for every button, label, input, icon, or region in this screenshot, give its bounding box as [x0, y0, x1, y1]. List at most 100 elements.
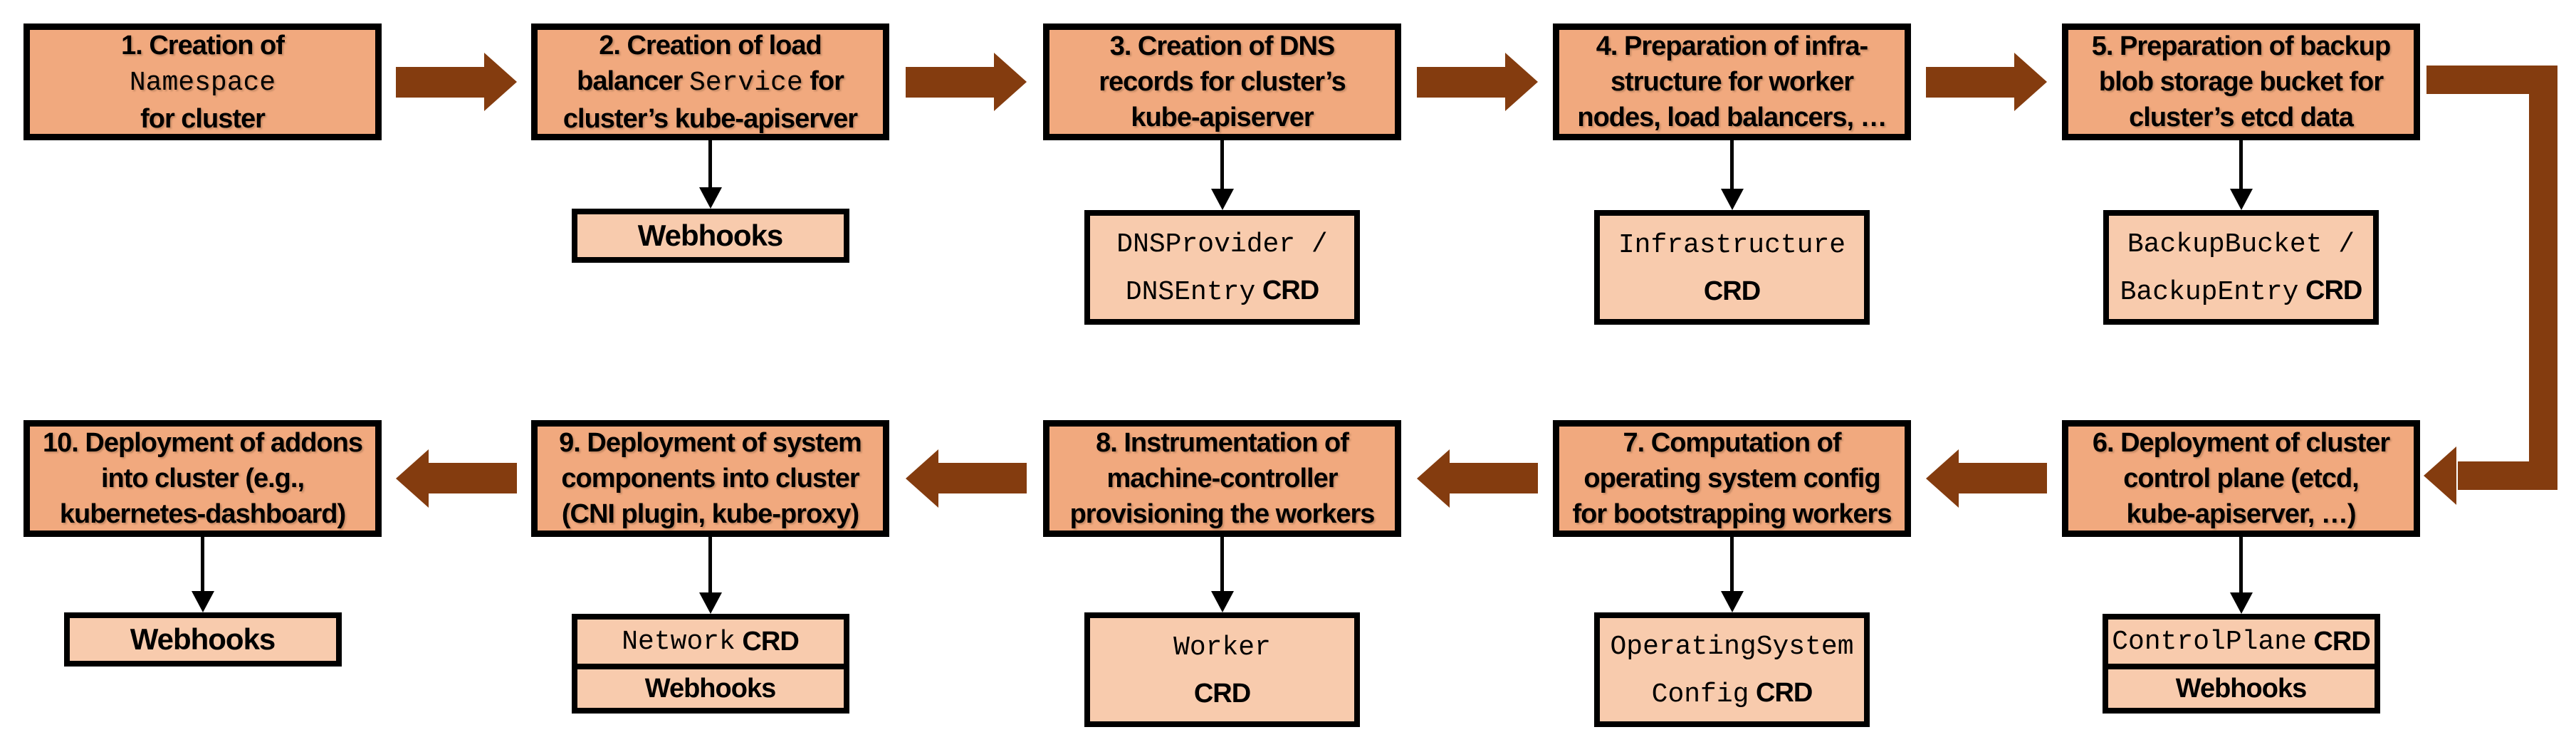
text-segment: into cluster (e.g.,: [100, 464, 305, 493]
sub-text-line: Infrastructure: [1618, 221, 1845, 268]
connector-arrowhead-2: [698, 187, 722, 209]
connector-arrow-7: [1730, 537, 1734, 592]
box-text-line: Namespace: [130, 63, 276, 101]
connector-arrowhead-6: [2229, 592, 2253, 614]
flow-arrow-8-9: [938, 463, 1027, 493]
text-segment: CRD: [735, 626, 799, 657]
box-text-line: 1. Creation of: [121, 28, 285, 63]
text-segment: for cluster: [140, 103, 266, 134]
connector-arrowhead-5: [2229, 189, 2253, 210]
sub-text-line: Worker: [1173, 623, 1271, 671]
flow-arrow-1-2: [396, 67, 484, 98]
flow-arrowhead-1-2: [484, 53, 517, 111]
text-segment: for: [802, 66, 844, 96]
text-segment: 7. Computation of: [1623, 428, 1842, 458]
sub-text-line: Webhooks: [638, 219, 784, 253]
webhooks-box-2: Webhooks: [571, 209, 849, 263]
flow-arrowhead-7-8: [1416, 449, 1450, 508]
flow-arrowhead-6-7: [1926, 449, 1959, 508]
sub-text-line: BackupBucket /: [2127, 220, 2355, 268]
sub-text-line: DNSProvider /: [1116, 220, 1327, 268]
box-text-line: kubernetes-dashboard): [59, 496, 346, 532]
text-segment: BackupBucket /: [2127, 229, 2355, 260]
connector-arrowhead-3: [1210, 189, 1234, 210]
sub-text-line: OperatingSystem: [1610, 622, 1853, 670]
text-segment: 3. Creation of DNS: [1109, 31, 1336, 61]
sub-stack-row: ControlPlane CRD: [2108, 620, 2375, 664]
text-segment: kube-apiserver, …): [2126, 499, 2356, 529]
sub-text-line: Webhooks: [130, 622, 276, 657]
text-segment: kubernetes-dashboard): [59, 499, 346, 529]
box-text-line: 3. Creation of DNS: [1109, 28, 1336, 64]
text-segment: 1. Creation of: [121, 30, 285, 61]
step-box-7: 7. Computation of operating system config…: [1553, 420, 1911, 537]
text-segment: structure for worker: [1610, 67, 1854, 97]
text-segment: DNSEntry: [1125, 276, 1256, 308]
sub-stack-row: Webhooks: [577, 664, 844, 708]
box-text-line: nodes, load balancers, …: [1577, 100, 1887, 135]
text-segment: control plane (etcd,: [2123, 464, 2359, 493]
text-segment: nodes, load balancers, …: [1577, 103, 1887, 132]
flow-arrow-4-5: [1926, 67, 2014, 98]
connector-arrow-5: [2239, 140, 2243, 190]
box-text-line: components into cluster: [561, 461, 859, 496]
box-text-line: records for cluster’s: [1099, 64, 1346, 100]
crd-box-3: DNSProvider /DNSEntry CRD: [1084, 210, 1360, 325]
flow-arrow-7-8: [1449, 463, 1538, 493]
text-segment: components into cluster: [561, 464, 859, 493]
text-segment: DNSProvider /: [1116, 229, 1328, 260]
text-segment: Namespace: [129, 67, 276, 98]
box-text-line: balancer Service for: [577, 63, 844, 101]
text-segment: cluster’s etcd data: [2129, 103, 2354, 132]
text-segment: cluster’s kube-apiserver: [562, 103, 858, 134]
connector-arrow-9: [708, 537, 712, 594]
elbow-connector-5-6-arrowhead: [2424, 446, 2456, 505]
text-segment: records for cluster’s: [1099, 67, 1346, 97]
box-text-line: provisioning the workers: [1069, 496, 1376, 532]
text-segment: Webhooks: [130, 622, 276, 656]
text-segment: CRD: [1749, 677, 1813, 708]
text-segment: machine-controller: [1106, 464, 1338, 493]
sub-text-line: Config CRD: [1652, 670, 1813, 718]
text-segment: kube-apiserver: [1131, 103, 1314, 132]
connector-arrow-10: [201, 537, 204, 592]
step-box-4: 4. Preparation of infra-structure for wo…: [1553, 23, 1911, 140]
text-segment: operating system config: [1583, 464, 1880, 493]
sub-stack-row: Network CRD: [577, 620, 844, 664]
text-segment: provisioning the workers: [1069, 499, 1376, 529]
text-segment: (CNI plugin, kube-proxy): [561, 499, 859, 529]
sub-text-line: CRD: [1194, 671, 1251, 716]
text-segment: Config: [1651, 679, 1749, 710]
step-box-3: 3. Creation of DNS records for cluster’s k…: [1043, 23, 1401, 140]
text-segment: for bootstrapping workers: [1572, 499, 1892, 529]
flow-arrowhead-4-5: [2014, 53, 2047, 111]
text-segment: 8. Instrumentation of: [1096, 428, 1349, 458]
box-text-line: kube-apiserver, …): [2126, 496, 2356, 532]
box-text-line: cluster’s kube-apiserver: [562, 101, 858, 137]
text-segment: ControlPlane: [2112, 626, 2307, 657]
box-text-line: 2. Creation of load: [599, 28, 822, 63]
flow-arrowhead-3-4: [1504, 53, 1538, 111]
text-segment: balancer: [577, 66, 689, 96]
box-text-line: blob storage bucket for: [2098, 64, 2384, 100]
text-segment: CRD: [1703, 276, 1761, 306]
step-box-1: 1. Creation of Namespace for cluster: [23, 23, 382, 140]
text-segment: 2. Creation of load: [599, 30, 822, 61]
box-text-line: into cluster (e.g.,: [100, 461, 305, 496]
text-segment: 4. Preparation of infra-: [1596, 31, 1868, 61]
text-segment: Infrastructure: [1618, 230, 1846, 261]
elbow-connector-5-6-bottom: [2458, 461, 2557, 490]
flow-arrow-6-7: [1959, 463, 2047, 493]
connector-arrowhead-7: [1720, 591, 1744, 612]
flow-arrow-2-3: [906, 67, 994, 98]
text-segment: CRD: [2306, 626, 2370, 657]
text-segment: blob storage bucket for: [2098, 67, 2384, 97]
